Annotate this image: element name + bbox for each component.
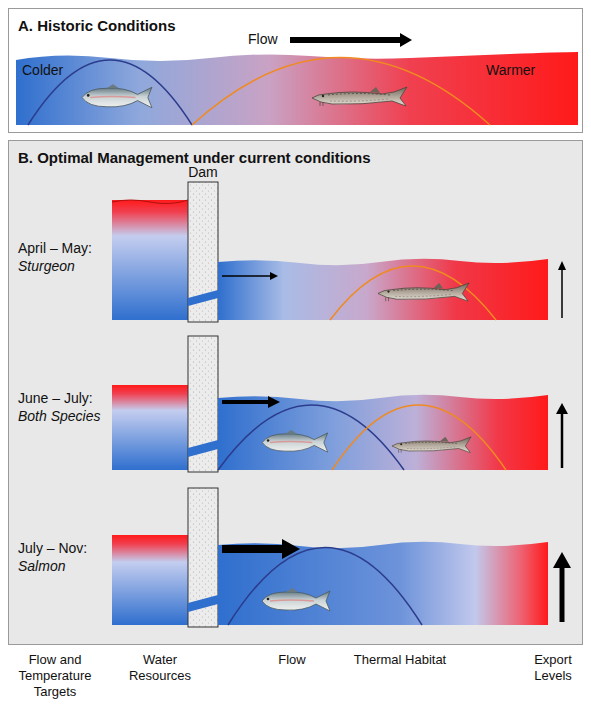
- dam: [188, 336, 218, 472]
- flow-arrow: [290, 33, 412, 47]
- species-label: Sturgeon: [18, 258, 75, 275]
- axis-label: Water Resources: [115, 652, 205, 684]
- season-label: April – May:: [18, 240, 92, 257]
- sturgeon-curve: [192, 58, 490, 126]
- temperature-label: Colder: [22, 62, 63, 79]
- panel-heading: B. Optimal Management under current cond…: [18, 149, 371, 166]
- reservoir: [112, 385, 188, 470]
- dam-label: Dam: [188, 164, 218, 181]
- season-label: June – July:: [18, 390, 93, 407]
- axis-label: Export Levels: [518, 652, 588, 684]
- species-label: Both Species: [18, 408, 101, 425]
- season-label: July – Nov:: [18, 540, 87, 557]
- river: [218, 259, 548, 320]
- reservoir: [112, 535, 188, 625]
- river: [218, 395, 548, 470]
- reservoir: [112, 200, 188, 320]
- panel-heading: A. Historic Conditions: [18, 17, 176, 34]
- axis-label: Flow: [252, 652, 332, 668]
- river: [218, 542, 548, 625]
- dam: [188, 488, 218, 627]
- panel-box: B. Optimal Management under current cond…: [8, 140, 583, 645]
- dam: [188, 182, 218, 322]
- temperature-label: Warmer: [486, 62, 535, 79]
- axis-label: Flow and Temperature Targets: [3, 652, 107, 700]
- species-label: Salmon: [18, 558, 65, 575]
- river: [16, 52, 578, 125]
- axis-label: Thermal Habitat: [350, 652, 450, 668]
- flow-label: Flow: [248, 31, 278, 48]
